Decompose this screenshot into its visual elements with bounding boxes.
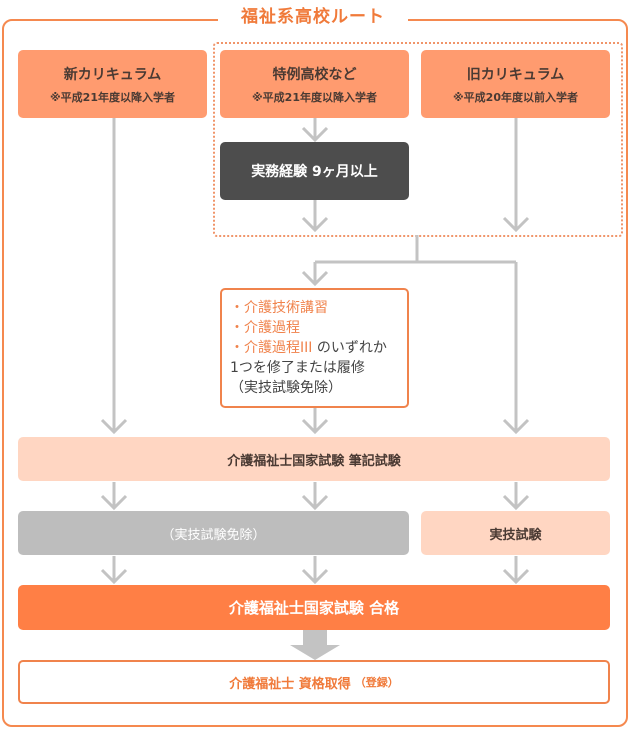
course-item: ・介護過程	[230, 320, 300, 336]
big-arrow	[290, 630, 340, 660]
diagram-title: 福祉系高校ルート	[218, 2, 408, 32]
route-name: 旧カリキュラム	[466, 66, 565, 83]
route-box-special-school: 特例高校など ※平成21年度以降入学者	[220, 50, 409, 118]
pass-box: 介護福祉士国家試験 合格	[18, 585, 610, 630]
route-box-new-curriculum: 新カリキュラム ※平成21年度以降入学者	[18, 50, 207, 118]
arrow-head	[100, 418, 128, 435]
course-exemption: （実技試験免除）	[230, 380, 342, 396]
arrow-head	[301, 494, 329, 511]
arrow-head	[301, 270, 329, 287]
arrow-head	[502, 216, 530, 233]
route-box-old-curriculum: 旧カリキュラム ※平成20年度以前入学者	[421, 50, 610, 118]
registration-main: 介護福祉士 資格取得	[229, 676, 351, 692]
practical-exempt-box: （実技試験免除）	[18, 511, 409, 555]
arrow-head	[502, 494, 530, 511]
route-name: 新カリキュラム	[63, 66, 162, 83]
arrow-head	[100, 494, 128, 511]
registration-box: 介護福祉士 資格取得 （登録）	[18, 660, 610, 704]
arrow-head	[502, 418, 530, 435]
arrow-head	[301, 126, 329, 143]
course-item: ・介護技術講習	[230, 300, 328, 316]
course-condition: 1つを修了または履修	[230, 360, 365, 376]
arrow-head	[100, 568, 128, 585]
practical-exam-box: 実技試験	[421, 511, 610, 555]
registration-note: （登録）	[354, 676, 399, 689]
course-item: ・介護過程III のいずれか	[230, 340, 387, 356]
route-note: ※平成21年度以降入学者	[49, 90, 175, 104]
experience-box: 実務経験 9ヶ月以上	[220, 142, 409, 200]
arrow-head	[301, 418, 329, 435]
arrow-head	[301, 216, 329, 233]
arrow-head	[502, 568, 530, 585]
written-exam-box: 介護福祉士国家試験 筆記試験	[18, 437, 610, 481]
arrow-head	[301, 568, 329, 585]
course-box: ・介護技術講習 ・介護過程 ・介護過程III のいずれか 1つを修了または履修 …	[220, 288, 409, 408]
route-note: ※平成21年度以降入学者	[251, 90, 377, 104]
route-name: 特例高校など	[272, 66, 357, 83]
route-note: ※平成20年度以前入学者	[452, 90, 578, 104]
